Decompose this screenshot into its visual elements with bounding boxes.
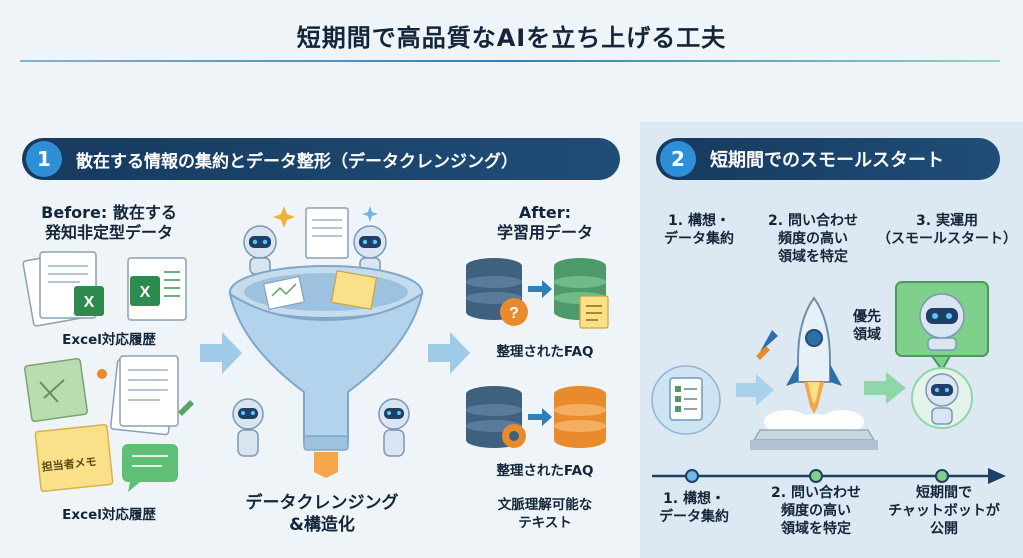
cleansing-label: データクレンジング &構造化 (212, 492, 432, 536)
section2-number: 2 (660, 141, 696, 177)
page-title: 短期間で高品質なAIを立ち上げる工夫 (296, 24, 727, 52)
document-circle-icon (651, 365, 721, 435)
rocket-launch-icon (750, 296, 878, 450)
arrow-right-icon-4 (864, 372, 906, 404)
section2-heading: 短期間でのスモールスタート (710, 150, 944, 171)
scattered-notes-icon (24, 355, 194, 493)
funnel-icon (228, 206, 424, 478)
section1-heading: 散在する情報の集約とデータ整形（データクレンジング） (76, 151, 518, 172)
timeline-step-1-line2: データ集約 (659, 509, 729, 525)
context-text-line2: テキスト (518, 515, 572, 531)
context-text-label: 文脈理解可能な テキスト (470, 496, 620, 532)
before-label: Before: 散在する 発知非定型データ (14, 203, 204, 243)
before-label-line1: Before: 散在する (41, 203, 177, 222)
arrow-right-icon-3 (736, 374, 774, 406)
excel-history-label-top: Excel対応履歴 (62, 332, 156, 348)
context-text-line1: 文脈理解可能な (497, 497, 593, 513)
section1-number: 1 (26, 141, 62, 177)
faq-label-2: 整理されたFAQ (496, 463, 594, 479)
svg-text:X: X (84, 294, 95, 311)
faq-label-1: 整理されたFAQ (496, 344, 594, 360)
timeline-axis (652, 468, 1006, 484)
top-step-2-line2: 頻度の高い (778, 231, 848, 247)
top-step-2: 2. 問い合わせ 頻度の高い 領域を特定 (750, 212, 876, 266)
timeline-step-3-line2: チャットボットが (888, 503, 1000, 519)
timeline-step-2: 2. 問い合わせ 頻度の高い 領域を特定 (754, 484, 878, 538)
top-step-3: 3. 実運用 （スモールスタート） (874, 212, 1020, 248)
database-process-icon (466, 386, 606, 448)
chatbot-robot-icon (895, 281, 989, 429)
svg-text:X: X (140, 284, 151, 301)
after-label-line2: 学習用データ (496, 223, 593, 242)
top-step-2-line3: 領域を特定 (778, 249, 848, 265)
top-step-1: 1. 構想・ データ集約 (644, 212, 754, 248)
cleansing-label-line2: &構造化 (289, 515, 355, 535)
svg-text:?: ? (509, 305, 519, 322)
timeline-step-2-line1: 2. 問い合わせ (771, 485, 861, 501)
section1-header: 1 散在する情報の集約とデータ整形（データクレンジング） (22, 138, 620, 180)
section2-header: 2 短期間でのスモールスタート (656, 138, 1000, 180)
top-step-1-line1: 1. 構想・ (668, 213, 730, 229)
cleansing-label-line1: データクレンジング (245, 493, 399, 513)
timeline-step-3-line3: 公開 (930, 521, 958, 537)
excel-history-label-bottom: Excel対応履歴 (62, 507, 156, 523)
after-label-line1: After: (518, 203, 572, 222)
top-step-1-line2: データ集約 (664, 231, 734, 247)
timeline-step-1-line1: 1. 構想・ (663, 491, 725, 507)
timeline-step-1: 1. 構想・ データ集約 (642, 490, 746, 526)
timeline-step-2-line3: 領域を特定 (781, 521, 851, 537)
priority-area-line2: 領域 (853, 327, 881, 343)
top-step-3-line1: 3. 実運用 (916, 213, 978, 229)
title-divider (20, 60, 1000, 62)
timeline-step-3: 短期間で チャットボットが 公開 (880, 484, 1008, 538)
top-step-2-line1: 2. 問い合わせ (768, 213, 858, 229)
arrow-right-icon (200, 332, 242, 374)
timeline-step-3-line1: 短期間で (916, 485, 972, 501)
after-label: After: 学習用データ (470, 203, 620, 243)
priority-area-line1: 優先 (853, 309, 881, 325)
arrow-right-icon-2 (428, 332, 470, 374)
excel-documents-icon: X X (22, 251, 187, 327)
priority-area-label: 優先 領域 (842, 308, 892, 344)
top-step-3-line2: （スモールスタート） (877, 231, 1017, 247)
timeline-step-2-line2: 頻度の高い (781, 503, 851, 519)
database-faq-icon: ? (466, 258, 609, 329)
before-label-line2: 発知非定型データ (44, 223, 173, 242)
